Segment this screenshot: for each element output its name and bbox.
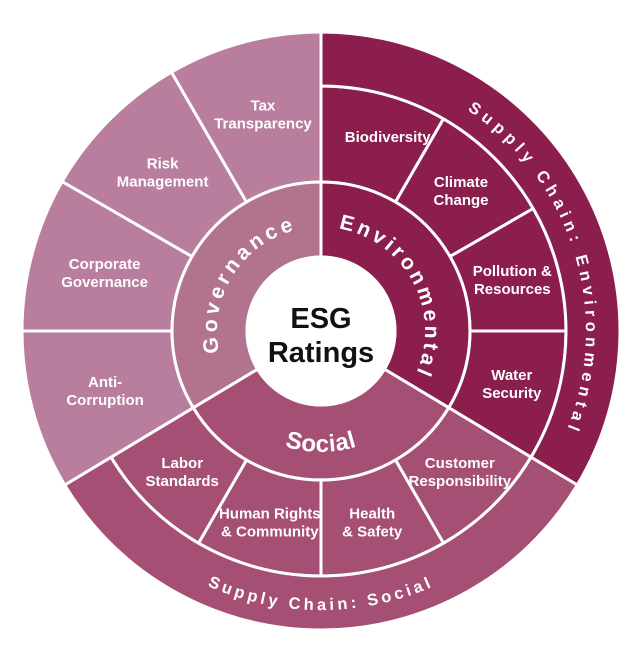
label-anti-corruption: Anti-Corruption xyxy=(66,374,143,409)
label-pollution-resources: Pollution &Resources xyxy=(473,263,552,298)
label-human-rights-community: Human Rights& Community xyxy=(219,505,321,540)
center-hub xyxy=(245,255,397,407)
label-biodiversity: Biodiversity xyxy=(345,129,432,146)
section-label-social: Social xyxy=(283,426,359,458)
label-health-safety: Health& Safety xyxy=(342,505,403,540)
